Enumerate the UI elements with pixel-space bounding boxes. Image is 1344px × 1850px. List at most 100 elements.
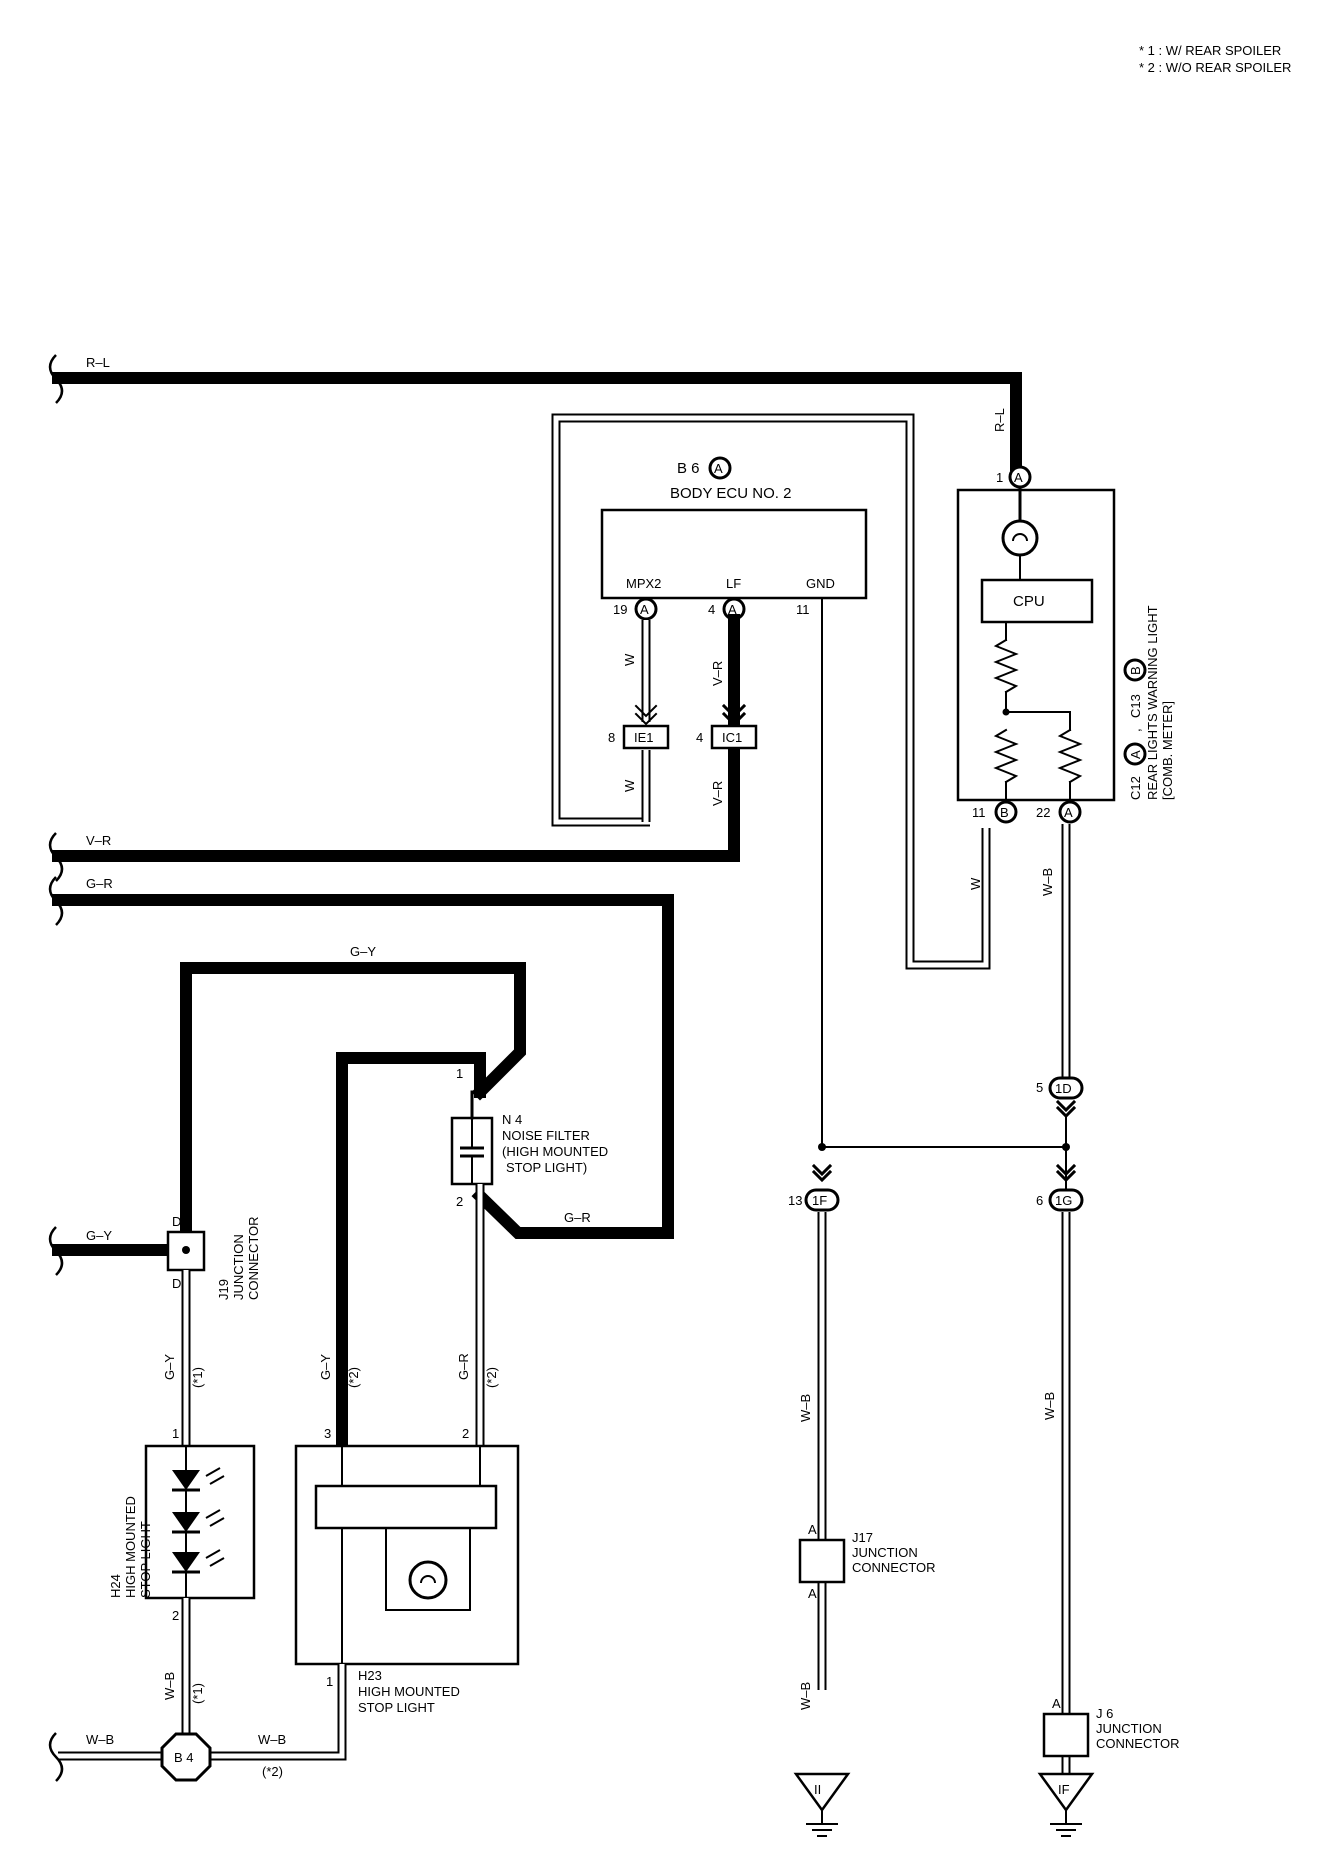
wire-gr: G–R G–R: [48, 875, 674, 1239]
svg-text:C13: C13: [1128, 694, 1143, 718]
junction-j6: A J 6 JUNCTION CONNECTOR: [1042, 1696, 1180, 1758]
label-gr-h23: G–R: [456, 1353, 471, 1380]
wire-gy-h24: G–Y (*1): [162, 1270, 205, 1446]
svg-text:N 4: N 4: [502, 1112, 522, 1127]
svg-text:JUNCTION: JUNCTION: [1096, 1721, 1162, 1736]
wire-wb-if: W–B: [1042, 1212, 1071, 1774]
wire-w-ie1: W W: [622, 620, 658, 822]
svg-text:2: 2: [456, 1194, 463, 1209]
body-ecu: B 6 A BODY ECU NO. 2 MPX2 LF GND 19 A 4 …: [600, 456, 868, 621]
svg-text:IE1: IE1: [634, 730, 654, 745]
svg-text:H23: H23: [358, 1668, 382, 1683]
svg-text:G–Y: G–Y: [86, 1228, 112, 1243]
svg-text:B: B: [1000, 805, 1009, 820]
svg-text:(*1): (*1): [190, 1683, 205, 1704]
svg-text:5: 5: [1036, 1080, 1043, 1095]
connector-1g: 6 1G: [1036, 1163, 1084, 1212]
svg-text:V–R: V–R: [86, 833, 111, 848]
wire-wb-left: W–B: [48, 1731, 162, 1783]
wire-w-label: W: [968, 877, 983, 890]
svg-text:1D: 1D: [1055, 1081, 1072, 1096]
ground-ii: II: [793, 1772, 851, 1837]
svg-text:W–B: W–B: [798, 1394, 813, 1422]
svg-text:W–B: W–B: [798, 1682, 813, 1710]
wire-wb-h23: W–B (*2): [210, 1664, 347, 1779]
svg-text:R–L: R–L: [86, 355, 110, 370]
svg-text:13: 13: [788, 1193, 802, 1208]
svg-text:A: A: [808, 1586, 817, 1601]
svg-text:W–B: W–B: [258, 1732, 286, 1747]
wire-rl: R–L R–L: [48, 353, 1022, 471]
svg-text:V–R: V–R: [710, 661, 725, 686]
svg-text:1: 1: [172, 1426, 179, 1441]
svg-text:A: A: [1128, 750, 1143, 759]
connector-ic1: IC1 4: [696, 724, 758, 750]
svg-text:A: A: [1052, 1696, 1061, 1711]
svg-text:B: B: [1128, 666, 1143, 675]
label-gy-h23: G–Y: [318, 1354, 333, 1380]
wire-vr: V–R V–R V–R: [48, 614, 747, 883]
svg-text:BODY ECU NO. 2: BODY ECU NO. 2: [670, 485, 791, 502]
ground-point-b4: B 4: [160, 1732, 212, 1782]
svg-text:W–B: W–B: [1040, 868, 1055, 896]
svg-text:A: A: [808, 1522, 817, 1537]
svg-text:11: 11: [796, 602, 810, 617]
svg-text:1F: 1F: [812, 1193, 827, 1208]
svg-text:19: 19: [613, 602, 627, 617]
svg-text:W: W: [622, 653, 637, 666]
svg-text:G–R: G–R: [86, 876, 113, 891]
svg-text:REAR LIGHTS WARNING LIGHT: REAR LIGHTS WARNING LIGHT: [1145, 605, 1160, 800]
svg-text:H24: H24: [108, 1574, 123, 1598]
svg-text:4: 4: [696, 730, 703, 745]
svg-text:STOP LIGHT: STOP LIGHT: [138, 1521, 153, 1598]
junction-j19: D D D J19 JUNCTION CONNECTOR: [150, 1214, 261, 1300]
svg-text:1: 1: [996, 470, 1003, 485]
svg-text:J17: J17: [852, 1530, 873, 1545]
note-2: * 2 : W/O REAR SPOILER: [1139, 60, 1291, 75]
connector-1f: 13 1F: [788, 1163, 840, 1212]
svg-text:D: D: [150, 1243, 159, 1258]
stop-light-h24: 1 2 H24 HIGH MOUNTED STOP LIGHT: [108, 1426, 256, 1623]
svg-text:IF: IF: [1058, 1782, 1070, 1797]
svg-text:W–B: W–B: [162, 1672, 177, 1700]
svg-text:1: 1: [456, 1066, 463, 1081]
junction-dot-1d: [1062, 1143, 1070, 1151]
svg-text:JUNCTION: JUNCTION: [231, 1234, 246, 1300]
svg-text:D: D: [172, 1276, 181, 1291]
connector-ie1: IE1 8: [608, 724, 670, 750]
svg-text:LF: LF: [726, 576, 741, 591]
wire-wb-meter: W–B: [1040, 824, 1071, 1082]
svg-text:J 6: J 6: [1096, 1706, 1113, 1721]
wire-wb-ii: W–B W–B: [798, 1212, 827, 1710]
svg-text:A: A: [728, 602, 737, 617]
svg-text:V–R: V–R: [710, 781, 725, 806]
svg-text:NOISE FILTER: NOISE FILTER: [502, 1128, 590, 1143]
svg-text:CPU: CPU: [1013, 593, 1045, 610]
label-star2-b: (*2): [484, 1367, 499, 1388]
svg-text:8: 8: [608, 730, 615, 745]
svg-text:(*1): (*1): [190, 1367, 205, 1388]
svg-text:G–Y: G–Y: [350, 944, 376, 959]
svg-text:B 4: B 4: [174, 1750, 194, 1765]
svg-text:CONNECTOR: CONNECTOR: [1096, 1736, 1180, 1751]
svg-text:IC1: IC1: [722, 730, 742, 745]
svg-text:HIGH MOUNTED: HIGH MOUNTED: [123, 1496, 138, 1598]
svg-text:2: 2: [462, 1426, 469, 1441]
svg-text:R–L: R–L: [992, 408, 1007, 432]
svg-text:II: II: [814, 1782, 821, 1797]
svg-text:W: W: [622, 779, 637, 792]
comb-meter: 1 A CPU 11 B 22 A C12 A , C13 B: [956, 465, 1175, 824]
junction-dot-gnd: [818, 1143, 826, 1151]
svg-text:1G: 1G: [1055, 1193, 1072, 1208]
stop-light-h23: 3 2 1 H23 HIGH MOUNTED STOP LIGHT: [294, 1426, 520, 1715]
svg-text:11: 11: [972, 805, 986, 820]
svg-text:STOP LIGHT: STOP LIGHT: [358, 1700, 435, 1715]
wire-gy-h23: [336, 1052, 486, 1452]
svg-text:2: 2: [172, 1608, 179, 1623]
svg-text:W–B: W–B: [1042, 1392, 1057, 1420]
svg-text:G–R: G–R: [564, 1210, 591, 1225]
svg-text:J19: J19: [216, 1279, 231, 1300]
svg-text:CONNECTOR: CONNECTOR: [246, 1216, 261, 1300]
svg-text:1: 1: [326, 1674, 333, 1689]
svg-text:STOP LIGHT): STOP LIGHT): [506, 1160, 587, 1175]
